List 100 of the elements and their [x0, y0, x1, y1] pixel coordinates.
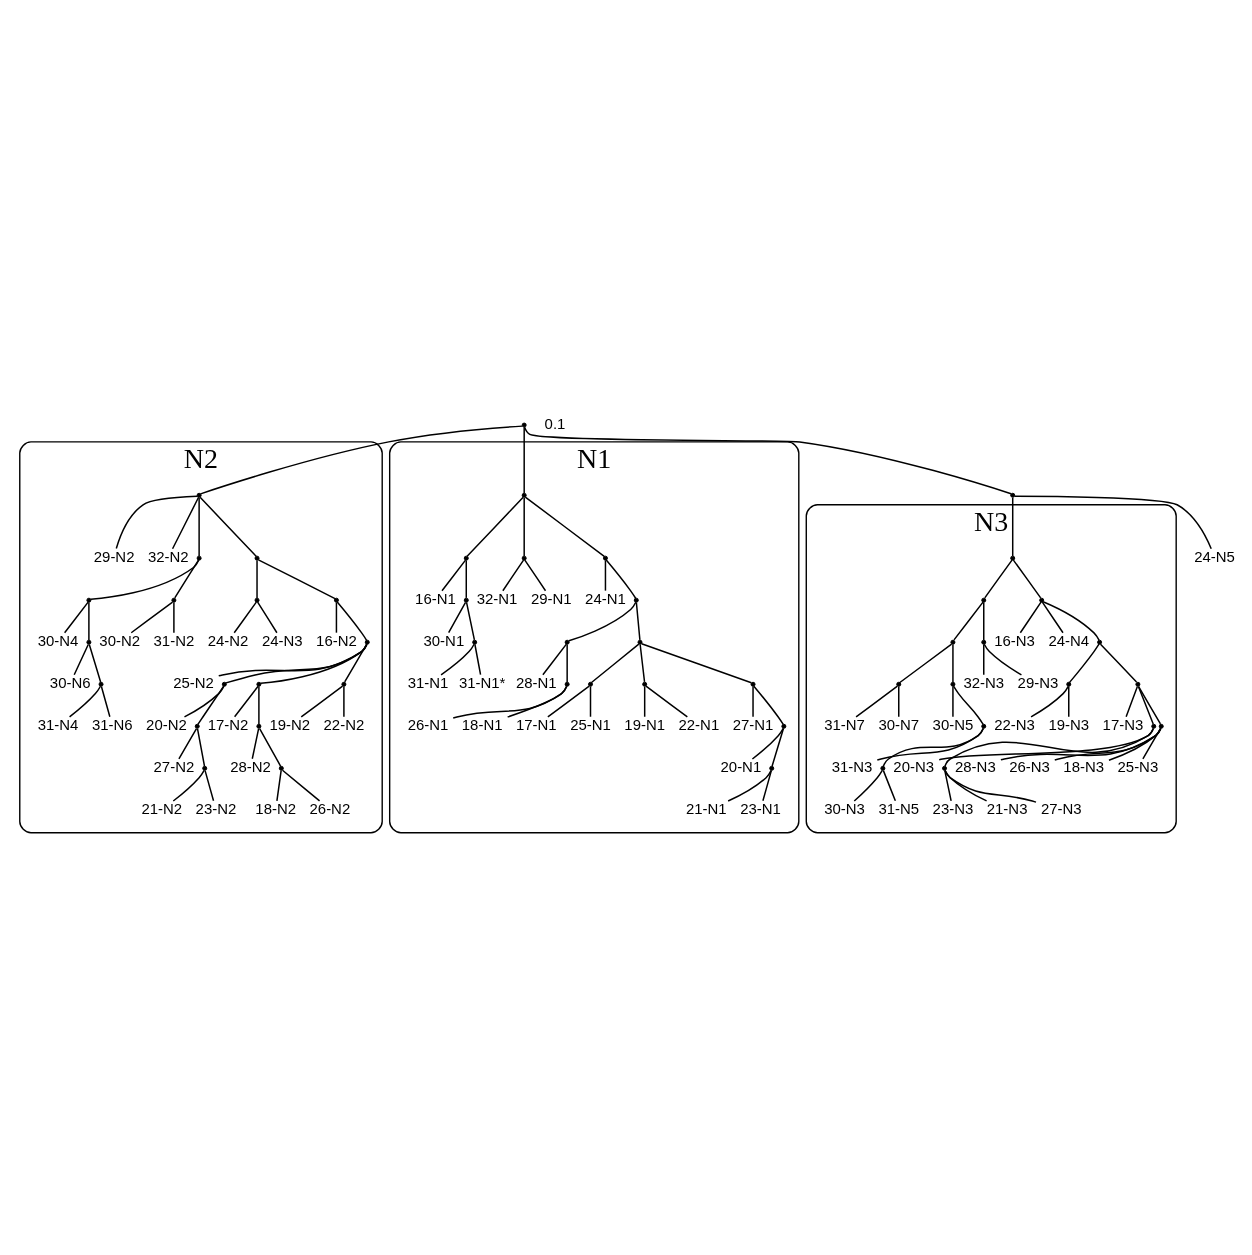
connector [983, 643, 1023, 676]
connector [88, 643, 102, 683]
node-point [196, 555, 202, 561]
connector [88, 601, 90, 641]
connector [944, 769, 1037, 803]
connector [441, 558, 467, 591]
node-text: 27-N3 [1040, 799, 1082, 817]
node-text: 31-N2 [153, 631, 195, 649]
node-point [588, 681, 593, 687]
node-point [221, 681, 227, 687]
connector [1042, 600, 1100, 641]
node-point [1039, 597, 1045, 603]
connector [524, 495, 605, 557]
node-text: 18-N3 [1063, 757, 1105, 775]
node-text: 23-N2 [195, 799, 237, 817]
node-text: 18-N2 [255, 799, 297, 817]
connector [547, 684, 590, 718]
node-point [364, 639, 370, 645]
connector [335, 601, 338, 633]
node-text: 27-N1 [732, 715, 774, 733]
connector [172, 769, 205, 802]
node-point [1151, 723, 1157, 729]
connector [882, 727, 985, 767]
connector [63, 600, 89, 633]
node-point [1135, 681, 1141, 687]
connector [1068, 642, 1100, 683]
connector [1142, 727, 1162, 759]
node-text: 26-N1 [407, 715, 449, 733]
node-text: 22-N3 [994, 715, 1035, 733]
connector [751, 727, 785, 760]
node-point [256, 681, 262, 687]
connector [452, 685, 568, 719]
connector [753, 684, 784, 725]
connector [1054, 727, 1162, 761]
node-point [202, 765, 208, 771]
connector [1013, 494, 1212, 549]
node-text: 24-N4 [1048, 631, 1090, 649]
connector [233, 600, 258, 633]
node-text: 22-N2 [323, 715, 365, 733]
node-text: 28-N2 [230, 757, 271, 775]
node-point [942, 765, 947, 771]
connector [1012, 558, 1042, 599]
node-point [637, 639, 643, 645]
node-text: 31-N5 [878, 799, 920, 817]
connector [251, 727, 260, 759]
node-text: 31-N1 [407, 673, 449, 691]
connector [130, 600, 174, 633]
connector [952, 685, 954, 717]
connector [984, 558, 1013, 599]
node-point [950, 681, 956, 687]
node-text: 20-N1 [720, 757, 762, 775]
node-point [463, 555, 469, 561]
node-text: 29-N2 [93, 547, 135, 565]
connector [257, 558, 336, 599]
node-point [896, 681, 902, 687]
connector [474, 643, 482, 675]
connector [542, 642, 568, 676]
node-text: 19-N1 [624, 715, 666, 733]
node-text: 16-N3 [994, 631, 1035, 649]
node-point [256, 723, 262, 729]
connector [256, 600, 278, 633]
node-text: 32-N2 [147, 547, 189, 565]
node-text: 23-N1 [740, 799, 781, 817]
node-point [602, 555, 608, 561]
connector [635, 601, 641, 641]
node-text: 30-N2 [99, 631, 141, 649]
node-point [98, 681, 104, 687]
node-text: 19-N3 [1048, 715, 1090, 733]
connector [256, 559, 258, 599]
node-point [880, 765, 886, 771]
connector [233, 684, 259, 718]
node-point [278, 765, 284, 771]
node-point [633, 597, 639, 603]
node-text: 18-N1 [461, 715, 503, 733]
node-point [86, 597, 92, 603]
connector [225, 643, 368, 684]
connector [465, 601, 476, 641]
connector [300, 684, 344, 718]
connector [343, 643, 368, 683]
connector [199, 496, 257, 557]
connector [1068, 685, 1070, 717]
connector [1137, 685, 1162, 725]
connector [853, 769, 884, 802]
connector [171, 496, 200, 549]
node-text: 29-N3 [1017, 673, 1059, 691]
connector [343, 685, 345, 717]
node-point [981, 639, 987, 645]
connector [1137, 685, 1154, 725]
node-text: 16-N2 [316, 631, 357, 649]
connector [1108, 727, 1162, 761]
connector [204, 769, 215, 802]
connector [762, 769, 773, 802]
label: 0.1 [544, 414, 566, 432]
node-text: 21-N2 [141, 799, 183, 817]
node-text: 20-N2 [146, 715, 187, 733]
connector [1011, 496, 1014, 557]
connector [983, 601, 985, 641]
node-text: 28-N1 [515, 673, 557, 691]
connector [882, 769, 897, 802]
connector [68, 685, 102, 718]
